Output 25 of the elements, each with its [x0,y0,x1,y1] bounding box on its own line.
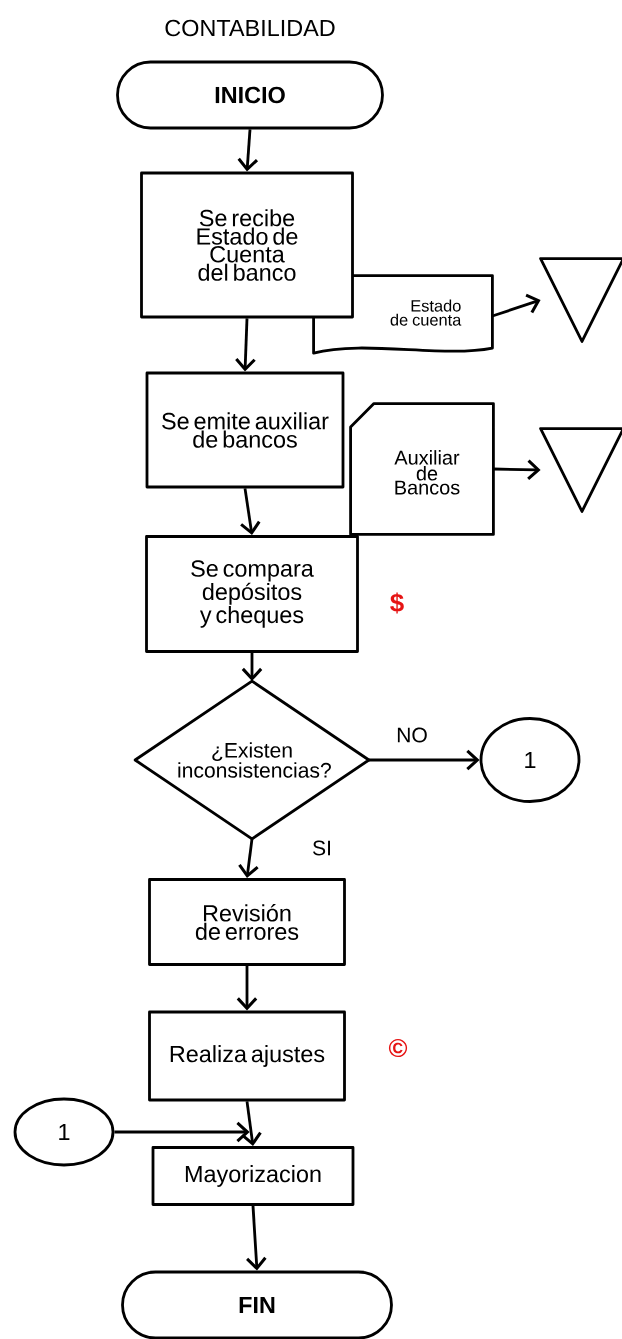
process-box: Mayorizacion [151,1146,355,1206]
arrow [246,1205,267,1271]
arrow [235,318,256,372]
process-box: Se emite auxiliar de bancos [145,371,345,489]
arrow [493,459,541,481]
arrow [241,1101,262,1147]
arrow [240,488,261,536]
arrow [241,652,263,682]
arrow [491,293,541,318]
process-box: Revisión de errores [148,878,346,966]
arrow [237,129,259,172]
symbol-label: $ [390,592,404,614]
process-box: Realiza ajustes [148,1010,346,1102]
symbol-label: © [388,1038,408,1058]
process-box: Se recibe Estado de Cuenta del banco [140,171,354,319]
arrow [238,838,259,879]
process-box: Se compara depósitos y cheques [145,535,359,653]
arrow [368,749,480,771]
title: CONTABILIDAD [165,19,335,37]
edge-label: SI [310,839,334,857]
arrow [236,965,258,1011]
edge-label: NO [395,726,429,744]
archive-triangle [539,257,622,343]
arrow [114,1121,250,1143]
archive-triangle [539,427,622,513]
